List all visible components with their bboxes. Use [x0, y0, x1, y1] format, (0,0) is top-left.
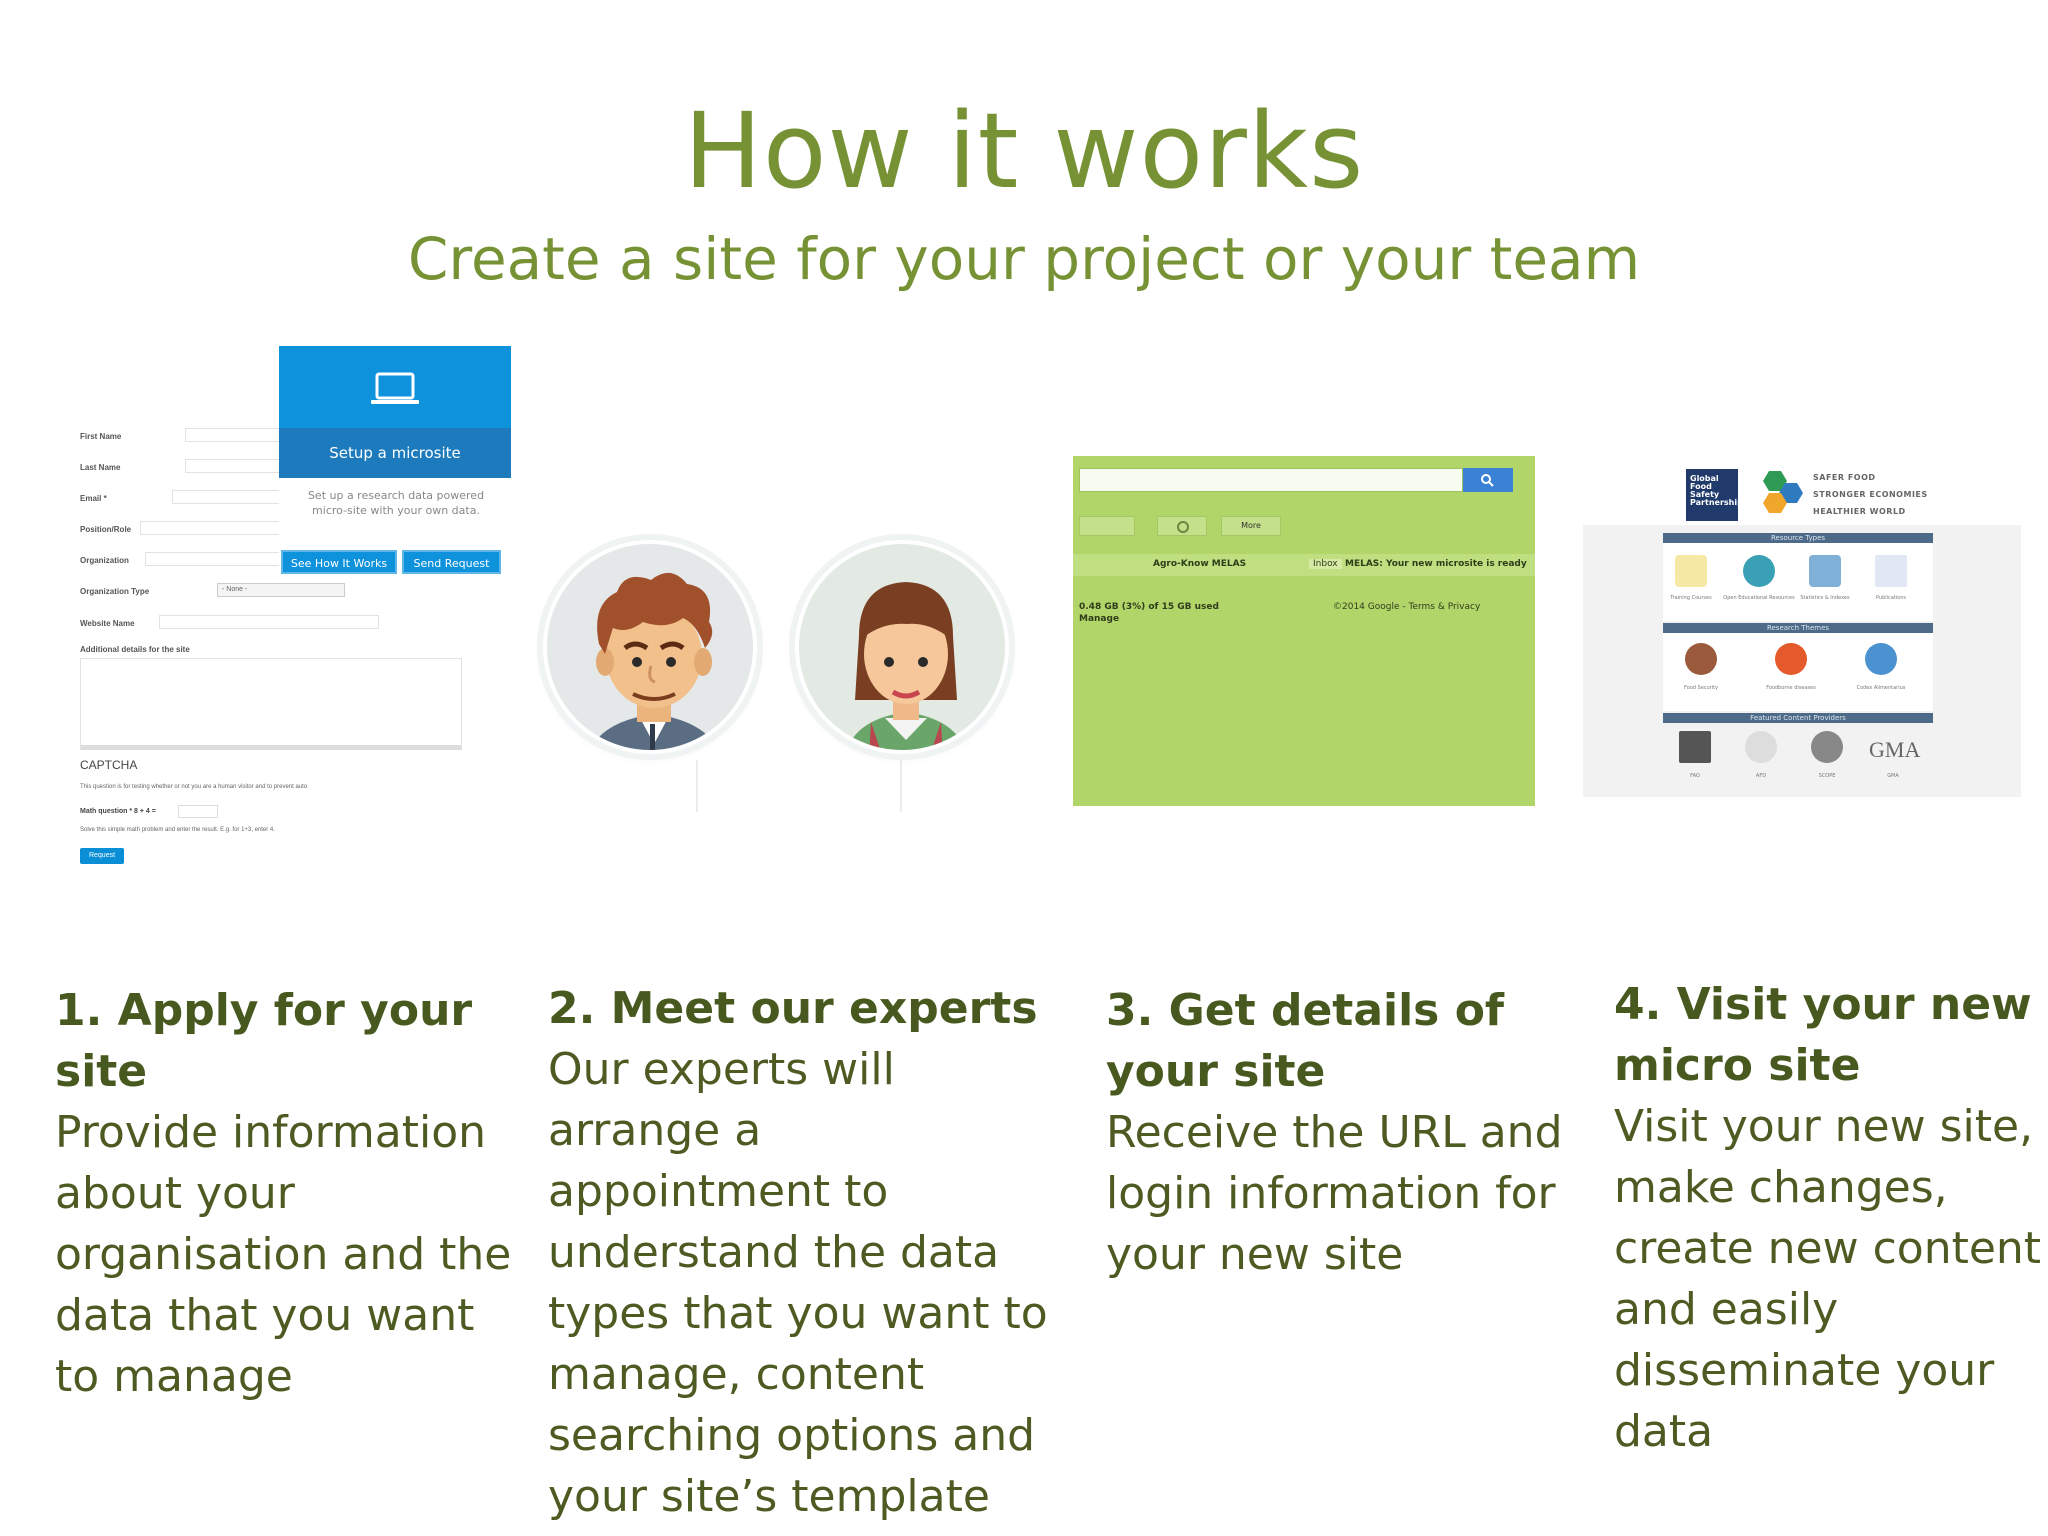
step-description: Our experts will arrange a appointment t… — [548, 1044, 1048, 1522]
email-subject: MELAS: Your new microsite is ready — [1345, 559, 1527, 569]
gfsp-logo: Global Food Safety Partnership — [1686, 469, 1743, 521]
resource-label: Publications — [1875, 595, 1907, 601]
card-description: Set up a research data powered micro-sit… — [307, 489, 485, 517]
food-security-icon[interactable] — [1685, 643, 1717, 675]
page-subtitle: Create a site for your project or your t… — [407, 225, 1641, 293]
scope-logo-icon[interactable] — [1811, 731, 1843, 763]
resource-label: Statistics & Indexes — [1800, 595, 1850, 601]
resource-types-header: Resource Types — [1663, 533, 1933, 543]
setup-microsite-card: Setup a microsite Set up a research data… — [279, 346, 511, 580]
website-name-field[interactable] — [159, 615, 379, 629]
email-row[interactable]: Agro-Know MELAS Inbox MELAS: Your new mi… — [1073, 554, 1535, 576]
search-icon — [1481, 474, 1494, 487]
male-expert-illustration — [547, 544, 753, 750]
partnership-hexagon-logo — [1763, 471, 1803, 513]
step-3: 3. Get details of your site Receive the … — [1106, 980, 1566, 1285]
mail-search-input[interactable] — [1079, 468, 1463, 492]
email-screenshot: More Agro-Know MELAS Inbox MELAS: Your n… — [1073, 456, 1535, 806]
resource-label: Open Educational Resources — [1723, 595, 1795, 601]
resource-label: Training Courses — [1670, 595, 1712, 601]
form-label: Email * — [80, 494, 107, 503]
form-label: Additional details for the site — [80, 645, 190, 654]
slogan-line: HEALTHIER WORLD — [1813, 507, 1906, 516]
provider-label: SCOPE — [1818, 773, 1836, 779]
captcha-description: This question is for testing whether or … — [80, 784, 308, 790]
see-how-it-works-button[interactable]: See How It Works — [281, 550, 397, 574]
step-4: 4. Visit your new micro site Visit your … — [1614, 974, 2044, 1462]
form-label: Website Name — [80, 619, 135, 628]
form-label: Position/Role — [80, 525, 132, 534]
provider-label: FAO — [1690, 773, 1700, 779]
send-request-button[interactable]: Send Request — [402, 550, 501, 574]
step-description: Provide information about your organisat… — [55, 1107, 512, 1402]
provider-label: GMA — [1887, 773, 1899, 779]
step-2: 2. Meet our experts Our experts will arr… — [548, 978, 1053, 1527]
form-label: Last Name — [80, 463, 121, 472]
email-sender: Agro-Know MELAS — [1153, 559, 1247, 569]
card-heading: Setup a microsite — [279, 428, 511, 478]
statistics-icon[interactable] — [1809, 555, 1841, 587]
mail-footer: ©2014 Google - Terms & Privacy — [1333, 602, 1481, 612]
math-question-label: Math question * 8 + 4 = — [80, 808, 156, 815]
refresh-icon — [1177, 521, 1189, 533]
gma-logo[interactable]: GMA — [1869, 737, 1921, 762]
codex-alimentarius-icon[interactable] — [1865, 643, 1897, 675]
math-answer-field[interactable] — [178, 805, 218, 818]
more-button[interactable]: More — [1221, 516, 1281, 536]
divider — [696, 760, 698, 812]
research-themes-header: Research Themes — [1663, 623, 1933, 633]
refresh-button[interactable] — [1157, 516, 1207, 536]
manage-link[interactable]: Manage — [1079, 614, 1120, 624]
slogan-line: STRONGER ECONOMIES — [1813, 490, 1928, 499]
step-title: 1. Apply for your site — [55, 985, 473, 1097]
female-expert-illustration — [799, 544, 1005, 750]
request-button[interactable]: Request — [80, 848, 124, 864]
theme-label: Foodborne diseases — [1766, 685, 1816, 691]
content-providers-header: Featured Content Providers — [1663, 713, 1933, 723]
laptop-icon — [371, 372, 419, 404]
inbox-tag: Inbox — [1309, 559, 1342, 569]
step-description: Visit your new site, make changes, creat… — [1614, 1101, 2042, 1457]
captcha-heading: CAPTCHA — [80, 758, 138, 772]
male-expert-avatar — [543, 540, 757, 754]
form-label: First Name — [80, 432, 122, 441]
step-title: 3. Get details of your site — [1106, 985, 1505, 1097]
step-title: 4. Visit your new micro site — [1614, 979, 2032, 1091]
step-title: 2. Meet our experts — [548, 983, 1038, 1034]
math-hint: Solve this simple math problem and enter… — [80, 827, 275, 833]
female-expert-avatar — [795, 540, 1009, 754]
additional-details-textarea[interactable] — [80, 658, 462, 750]
publications-icon[interactable] — [1875, 555, 1907, 587]
storage-usage: 0.48 GB (3%) of 15 GB used — [1079, 602, 1219, 612]
afd-logo-icon[interactable] — [1745, 731, 1777, 763]
mail-search-button[interactable] — [1463, 468, 1513, 492]
provider-label: AFD — [1755, 773, 1767, 779]
step-1: 1. Apply for your site Provide informati… — [55, 980, 525, 1407]
step-description: Receive the URL and login information fo… — [1106, 1107, 1563, 1280]
organization-type-select[interactable]: - None - — [217, 583, 345, 597]
slogan-line: SAFER FOOD — [1813, 473, 1876, 482]
microsite-portal-screenshot: Global Food Safety Partnership SAFER FOO… — [1583, 455, 2021, 797]
theme-label: Codex Alimentarius — [1856, 685, 1906, 691]
form-label: Organization Type — [80, 587, 150, 596]
select-checkbox-button[interactable] — [1079, 516, 1135, 536]
training-courses-icon[interactable] — [1675, 555, 1707, 587]
foodborne-diseases-icon[interactable] — [1775, 643, 1807, 675]
theme-label: Food Security — [1683, 685, 1719, 691]
fao-logo-icon[interactable] — [1679, 731, 1711, 763]
form-label: Organization — [80, 556, 129, 565]
page-title: How it works — [683, 90, 1365, 212]
oer-icon[interactable] — [1743, 555, 1775, 587]
divider — [900, 760, 902, 812]
